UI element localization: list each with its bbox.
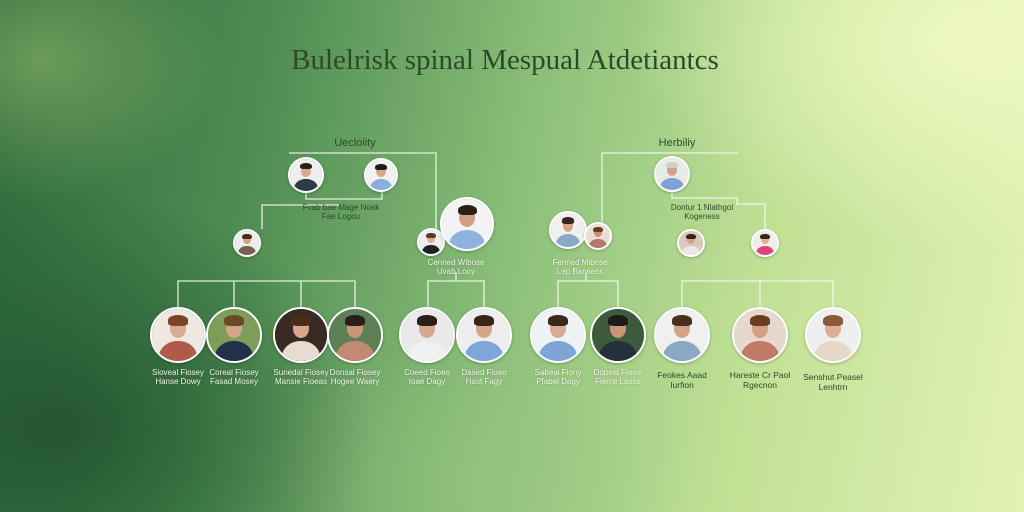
person-avatar[interactable] (456, 307, 512, 363)
person-avatar[interactable] (751, 229, 779, 257)
person-avatar[interactable] (233, 229, 261, 257)
person-avatar[interactable] (364, 158, 398, 192)
person-avatar[interactable] (805, 307, 861, 363)
person-avatar[interactable] (654, 156, 690, 192)
connector (261, 204, 340, 229)
person-avatar[interactable] (150, 307, 206, 363)
person-avatar[interactable] (273, 307, 329, 363)
connector (177, 280, 356, 308)
person-avatar[interactable] (654, 307, 710, 363)
person-avatar[interactable] (584, 222, 612, 250)
connector (557, 272, 619, 308)
connector (671, 192, 766, 230)
person-avatar[interactable] (440, 197, 494, 251)
person-avatar[interactable] (399, 307, 455, 363)
heading-left-branch: Uecloiity (334, 137, 376, 149)
connector (601, 152, 738, 222)
person-avatar[interactable] (530, 307, 586, 363)
person-avatar[interactable] (677, 229, 705, 257)
person-avatar[interactable] (327, 307, 383, 363)
person-avatar[interactable] (732, 307, 788, 363)
diagram-title: Bulelrisk spinal Mespual Atdetiantcs (291, 44, 719, 76)
person-avatar[interactable] (590, 307, 646, 363)
heading-right-branch: Herbiliy (658, 137, 696, 149)
connector (289, 152, 437, 229)
person-avatar[interactable] (206, 307, 262, 363)
connector (305, 192, 383, 200)
person-avatar[interactable] (549, 211, 587, 249)
person-avatar[interactable] (288, 157, 324, 193)
connector (681, 280, 834, 308)
connector (427, 272, 485, 308)
